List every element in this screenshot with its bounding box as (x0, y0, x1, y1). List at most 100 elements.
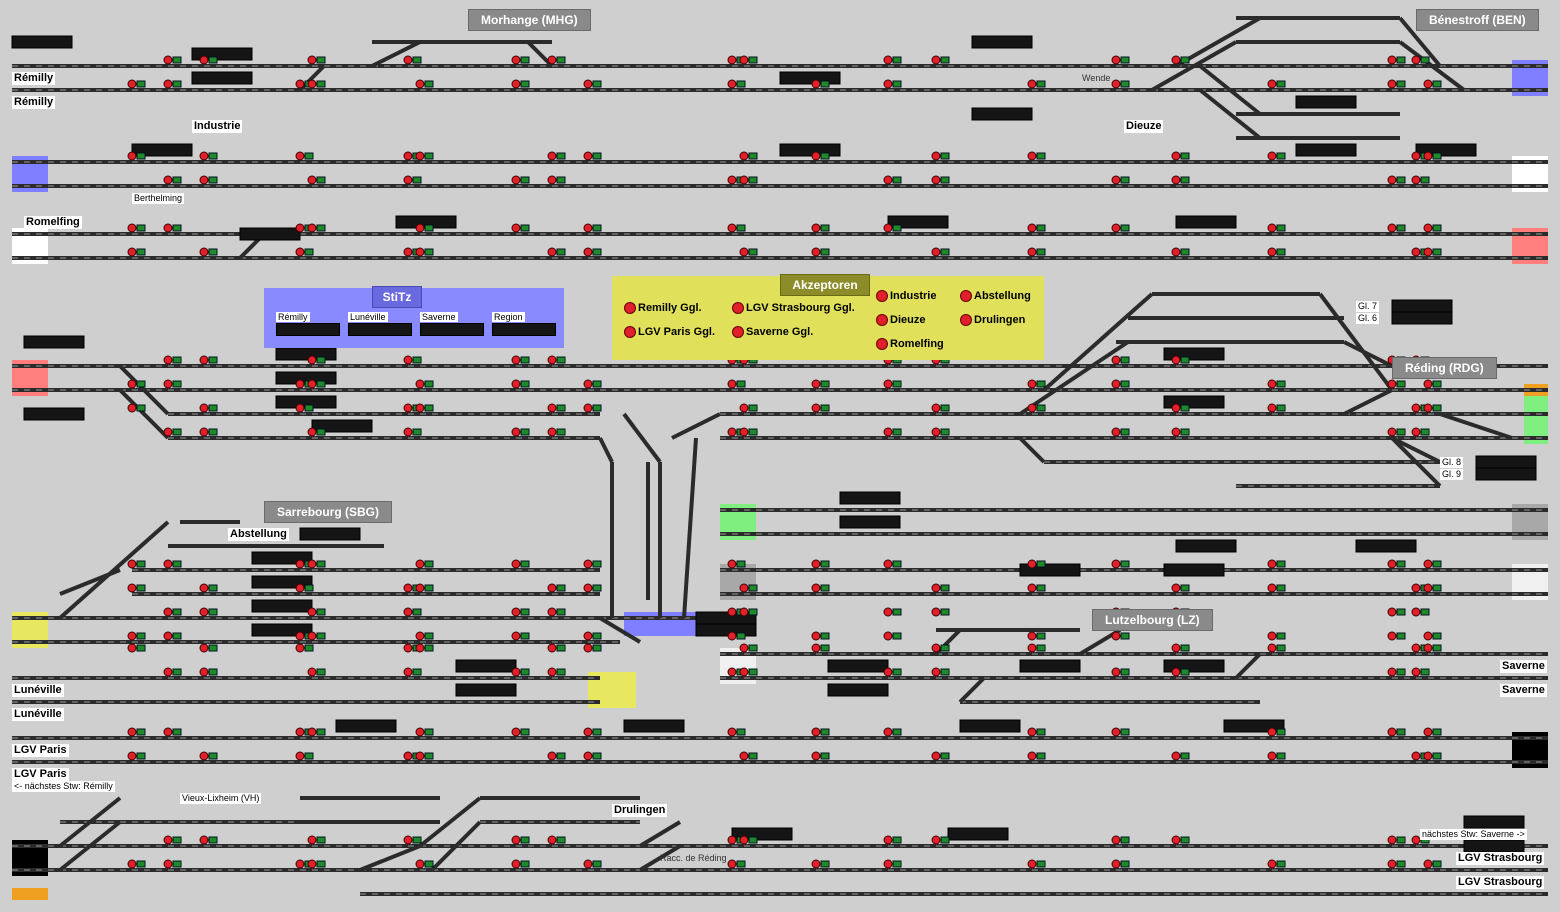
signal-red-lamp[interactable] (511, 559, 521, 569)
signal-red-lamp[interactable] (1171, 55, 1181, 65)
signal-red-lamp[interactable] (415, 727, 425, 737)
signal-red-lamp[interactable] (295, 403, 305, 413)
signal-green-lamp[interactable] (892, 608, 902, 616)
akzeptor-abstellung[interactable]: Abstellung (960, 289, 1031, 303)
signal-green-lamp[interactable] (520, 836, 530, 844)
signal-green-lamp[interactable] (136, 380, 146, 388)
signal-red-lamp[interactable] (1387, 427, 1397, 437)
signal-red-lamp[interactable] (1111, 175, 1121, 185)
signal-red-lamp[interactable] (547, 403, 557, 413)
signal-red-lamp[interactable] (811, 151, 821, 161)
signal-red-lamp[interactable] (583, 79, 593, 89)
signal-red-lamp[interactable] (1027, 751, 1037, 761)
signal-red-lamp[interactable] (1411, 151, 1421, 161)
signal-green-lamp[interactable] (1180, 404, 1190, 412)
signal-red-lamp[interactable] (1171, 751, 1181, 761)
signal-red-lamp[interactable] (883, 55, 893, 65)
signal-red-lamp[interactable] (727, 559, 737, 569)
signal-red-lamp[interactable] (811, 403, 821, 413)
signal-red-lamp[interactable] (307, 559, 317, 569)
akzeptor-romelfing[interactable]: Romelfing (876, 337, 944, 351)
signal-green-lamp[interactable] (1180, 152, 1190, 160)
signal-red-lamp[interactable] (199, 55, 209, 65)
signal-red-lamp[interactable] (1267, 751, 1277, 761)
signal-green-lamp[interactable] (556, 752, 566, 760)
signal-red-lamp[interactable] (811, 751, 821, 761)
signal-green-lamp[interactable] (172, 380, 182, 388)
signal-green-lamp[interactable] (748, 584, 758, 592)
signal-green-lamp[interactable] (172, 632, 182, 640)
signal-green-lamp[interactable] (1276, 152, 1286, 160)
signal-red-lamp[interactable] (307, 727, 317, 737)
signal-red-lamp[interactable] (1267, 379, 1277, 389)
signal-green-lamp[interactable] (748, 428, 758, 436)
signal-red-lamp[interactable] (415, 79, 425, 89)
signal-green-lamp[interactable] (1036, 584, 1046, 592)
signal-red-lamp[interactable] (163, 175, 173, 185)
signal-green-lamp[interactable] (1180, 644, 1190, 652)
signal-green-lamp[interactable] (892, 224, 902, 232)
signal-green-lamp[interactable] (424, 632, 434, 640)
signal-green-lamp[interactable] (820, 224, 830, 232)
signal-red-lamp[interactable] (739, 835, 749, 845)
signal-green-lamp[interactable] (136, 860, 146, 868)
signal-red-lamp[interactable] (1387, 631, 1397, 641)
stitz-item-luneville[interactable]: Lunéville (348, 312, 412, 336)
akzeptor-dieuze[interactable]: Dieuze (876, 313, 925, 327)
signal-red-lamp[interactable] (1387, 223, 1397, 233)
signal-red-lamp[interactable] (511, 355, 521, 365)
signal-red-lamp[interactable] (1387, 859, 1397, 869)
signal-green-lamp[interactable] (1396, 380, 1406, 388)
signal-green-lamp[interactable] (940, 248, 950, 256)
signal-red-lamp[interactable] (415, 559, 425, 569)
signal-green-lamp[interactable] (1036, 560, 1046, 568)
signal-red-lamp[interactable] (727, 223, 737, 233)
signal-red-lamp[interactable] (415, 379, 425, 389)
signal-green-lamp[interactable] (1180, 248, 1190, 256)
signal-green-lamp[interactable] (1396, 560, 1406, 568)
signal-red-lamp[interactable] (1387, 607, 1397, 617)
signal-red-lamp[interactable] (811, 643, 821, 653)
signal-red-lamp[interactable] (1423, 403, 1433, 413)
signal-green-lamp[interactable] (1180, 428, 1190, 436)
signal-green-lamp[interactable] (136, 404, 146, 412)
signal-green-lamp[interactable] (820, 584, 830, 592)
signal-red-lamp[interactable] (739, 667, 749, 677)
signal-green-lamp[interactable] (136, 644, 146, 652)
signal-green-lamp[interactable] (748, 644, 758, 652)
signal-red-lamp[interactable] (403, 583, 413, 593)
signal-green-lamp[interactable] (736, 560, 746, 568)
signal-green-lamp[interactable] (592, 752, 602, 760)
signal-green-lamp[interactable] (748, 56, 758, 64)
signal-red-lamp[interactable] (547, 835, 557, 845)
signal-red-lamp[interactable] (163, 859, 173, 869)
signal-red-lamp[interactable] (511, 859, 521, 869)
signal-green-lamp[interactable] (208, 248, 218, 256)
signal-red-lamp[interactable] (1171, 403, 1181, 413)
signal-green-lamp[interactable] (520, 80, 530, 88)
signal-red-lamp[interactable] (415, 631, 425, 641)
signal-red-lamp[interactable] (583, 583, 593, 593)
signal-red-lamp[interactable] (811, 631, 821, 641)
signal-red-lamp[interactable] (583, 403, 593, 413)
signal-green-lamp[interactable] (1036, 248, 1046, 256)
signal-red-lamp[interactable] (127, 223, 137, 233)
signal-green-lamp[interactable] (940, 752, 950, 760)
signal-red-lamp[interactable] (307, 607, 317, 617)
signal-red-lamp[interactable] (1267, 559, 1277, 569)
signal-red-lamp[interactable] (403, 835, 413, 845)
signal-red-lamp[interactable] (403, 427, 413, 437)
signal-red-lamp[interactable] (1027, 379, 1037, 389)
signal-green-lamp[interactable] (1420, 56, 1430, 64)
signal-red-lamp[interactable] (307, 667, 317, 677)
signal-red-lamp[interactable] (1027, 727, 1037, 737)
signal-green-lamp[interactable] (1036, 404, 1046, 412)
signal-green-lamp[interactable] (1276, 644, 1286, 652)
label-abstellung[interactable]: Abstellung (228, 528, 289, 541)
signal-green-lamp[interactable] (1036, 752, 1046, 760)
signal-red-lamp[interactable] (1027, 403, 1037, 413)
signal-red-lamp[interactable] (1387, 559, 1397, 569)
signal-red-lamp[interactable] (727, 379, 737, 389)
signal-green-lamp[interactable] (172, 428, 182, 436)
signal-green-lamp[interactable] (520, 380, 530, 388)
